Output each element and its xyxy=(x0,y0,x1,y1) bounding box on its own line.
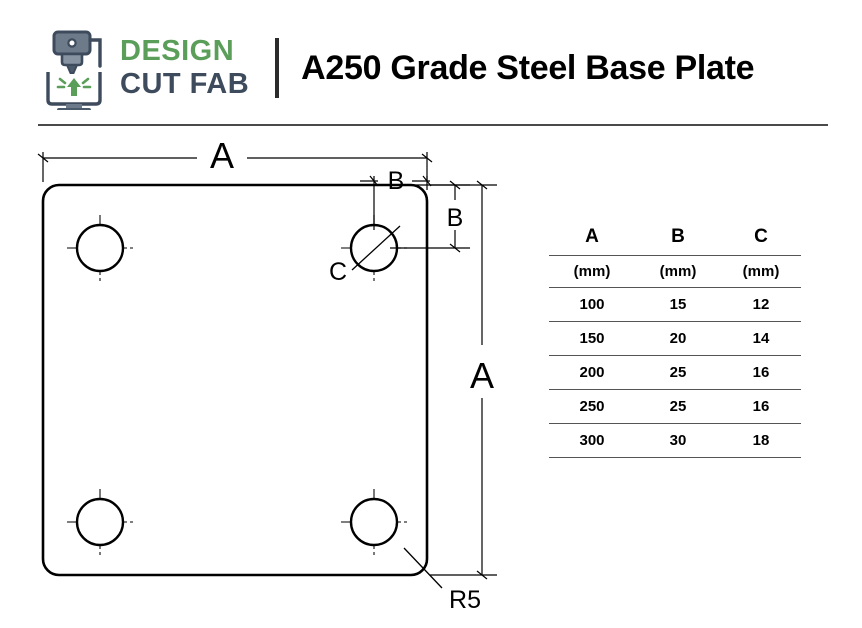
cell-c: 16 xyxy=(721,355,801,390)
leader-line-hole-diameter xyxy=(351,225,401,271)
specification-table: A B C (mm) (mm) (mm) 100 15 12 150 20 14 xyxy=(549,226,801,458)
hole-top-left xyxy=(75,223,125,273)
dimension-height-a xyxy=(430,180,497,580)
dimension-hole-offset-horizontal-b xyxy=(360,175,432,230)
header-horizontal-rule xyxy=(38,124,828,126)
table-header-row: A B C xyxy=(549,226,801,256)
hole-bottom-right xyxy=(349,497,399,547)
dimension-label-width-a: A xyxy=(210,135,234,176)
cell-c: 14 xyxy=(721,321,801,356)
column-header-b: B xyxy=(671,226,685,247)
column-header-c: C xyxy=(754,226,768,247)
header-vertical-divider xyxy=(275,38,280,98)
table-row: 200 25 16 xyxy=(549,355,801,390)
cell-a: 100 xyxy=(549,287,635,322)
mounting-holes xyxy=(75,223,399,547)
hole-bottom-left xyxy=(75,497,125,547)
callout-label-hole-diameter-c: C xyxy=(329,258,347,286)
sheet-header: DESIGN CUT FAB A250 Grade Steel Base Pla… xyxy=(38,22,828,114)
plate-outline xyxy=(41,183,429,577)
cell-a: 300 xyxy=(549,423,635,458)
column-units-b: (mm) xyxy=(659,263,697,280)
table-row: 300 30 18 xyxy=(549,423,801,458)
cell-b: 20 xyxy=(635,321,721,356)
cell-b: 30 xyxy=(635,423,721,458)
page-title: A250 Grade Steel Base Plate xyxy=(301,48,755,87)
dimension-width-a xyxy=(37,152,433,182)
cnc-laser-cutter-icon xyxy=(46,30,102,110)
cell-c: 12 xyxy=(721,287,801,322)
cell-a: 150 xyxy=(549,321,635,356)
cell-c: 16 xyxy=(721,389,801,424)
cell-c: 18 xyxy=(721,423,801,458)
cell-b: 25 xyxy=(635,355,721,390)
logo-wordmark: DESIGN CUT FAB xyxy=(120,37,249,99)
table-row: 100 15 12 xyxy=(549,287,801,322)
leader-line-corner-radius xyxy=(403,547,443,589)
table-units-row: (mm) (mm) (mm) xyxy=(549,255,801,288)
cell-a: 250 xyxy=(549,389,635,424)
base-plate-drawing: A B B xyxy=(37,135,497,614)
table-row: 150 20 14 xyxy=(549,321,801,356)
callout-label-corner-radius-r5: R5 xyxy=(449,586,481,614)
cell-b: 25 xyxy=(635,389,721,424)
column-header-a: A xyxy=(585,226,599,247)
logo-line-design: DESIGN xyxy=(120,35,235,67)
dimension-label-height-a: A xyxy=(470,355,494,396)
logo-line-cutfab: CUT FAB xyxy=(120,68,250,100)
column-units-a: (mm) xyxy=(573,263,611,280)
dimension-label-hole-offset-horizontal-b: B xyxy=(388,167,405,195)
dimension-label-hole-offset-vertical-b: B xyxy=(447,204,464,232)
column-units-c: (mm) xyxy=(742,263,780,280)
cell-b: 15 xyxy=(635,287,721,322)
cell-a: 200 xyxy=(549,355,635,390)
table-row: 250 25 16 xyxy=(549,389,801,424)
